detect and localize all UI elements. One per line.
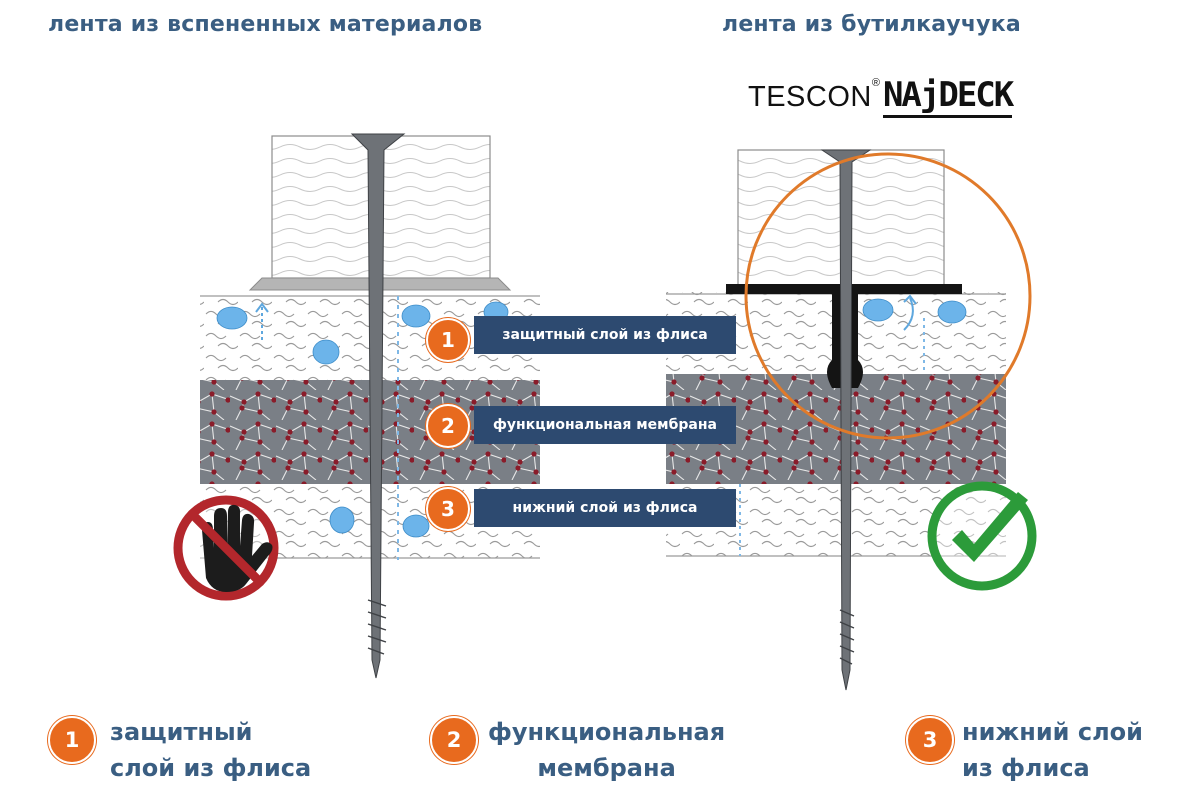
legend-line: из флиса (962, 754, 1090, 782)
legend-line: функциональная (488, 718, 726, 746)
callout-protective-fleece: защитный слой из флиса (474, 316, 736, 354)
brand-name: TESCON (748, 81, 872, 113)
legend-line: слой из флиса (110, 754, 312, 782)
callout-number-3: 3 (426, 487, 470, 531)
callout-number-1: 1 (426, 318, 470, 362)
left-screw (350, 133, 406, 679)
legend-line: нижний слой (962, 718, 1143, 746)
brand-logo: TESCON®NAjDECK (748, 75, 1014, 118)
callout-bottom-fleece: нижний слой из флиса (474, 489, 736, 527)
legend-number-2: 2 (430, 716, 478, 764)
callout-functional-membrane: функциональная мембрана (474, 406, 736, 444)
water-droplets-right (862, 298, 967, 324)
brand-reg-mark: ® (871, 77, 880, 89)
heading-butyl-tape: лента из бутилкаучука (722, 12, 1021, 37)
right-screw (820, 149, 872, 691)
legend-item-bottom-fleece: нижний слой из флиса (962, 714, 1143, 786)
brand-product: NAjDECK (882, 75, 1014, 118)
legend-number-1: 1 (48, 716, 96, 764)
legend-number-3: 3 (906, 716, 954, 764)
legend-line: мембрана (537, 754, 676, 782)
seal-highlight-ring (744, 152, 1032, 440)
legend-line: защитный (110, 718, 253, 746)
no-hand-icon (173, 495, 279, 601)
water-droplets-left (216, 301, 509, 538)
legend-item-functional-membrane: функциональная мембрана (488, 714, 725, 786)
checkmark-icon (927, 481, 1037, 591)
callout-number-2: 2 (426, 404, 470, 448)
heading-foam-tape: лента из вспененных материалов (48, 12, 483, 37)
legend-item-protective-fleece: защитный слой из флиса (110, 714, 311, 786)
